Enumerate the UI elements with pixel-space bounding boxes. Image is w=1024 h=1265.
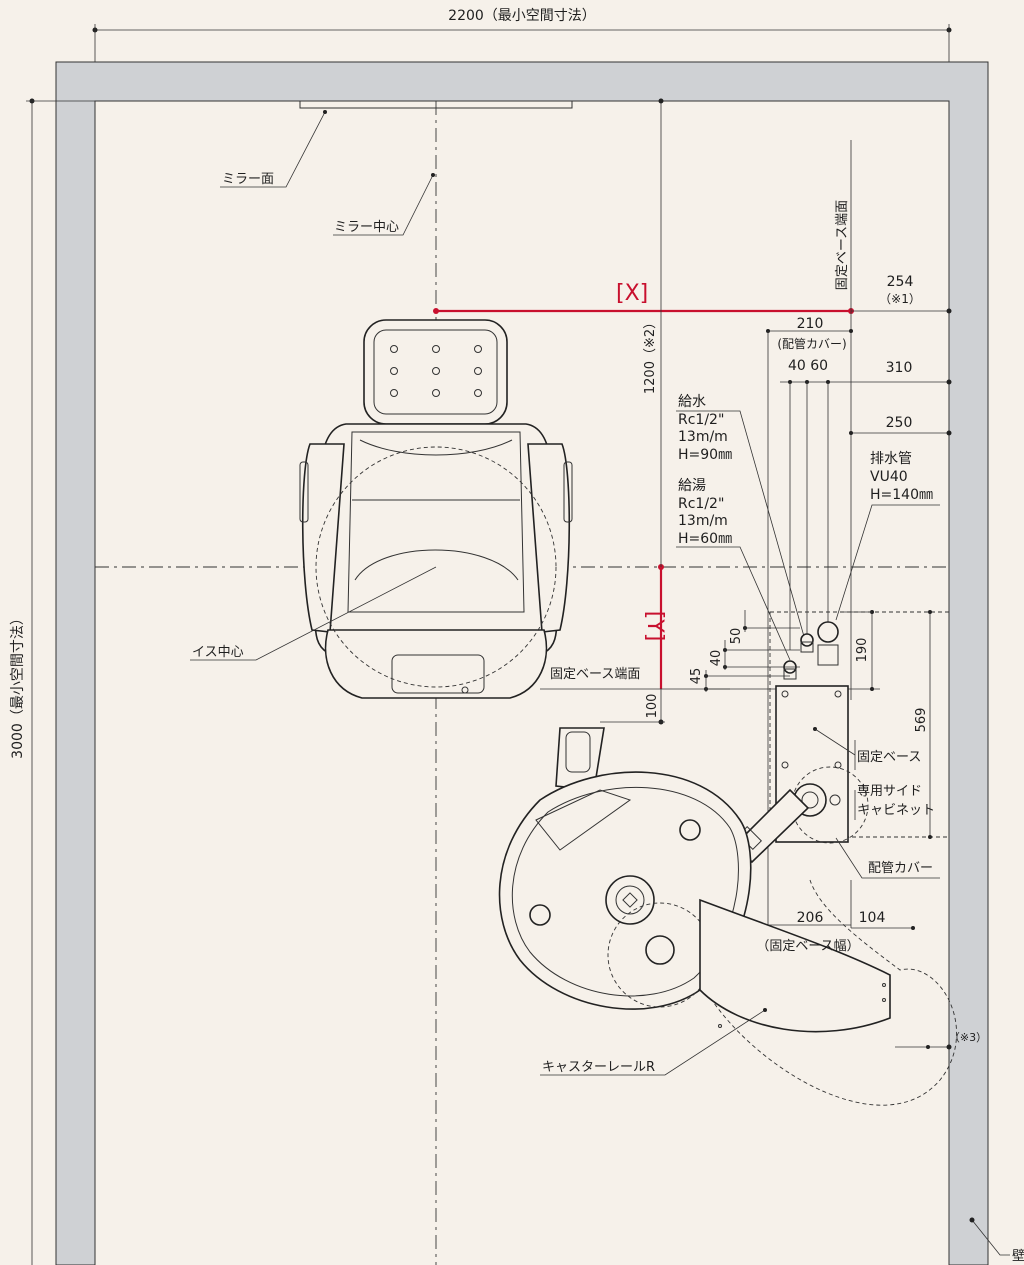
wall-label: 壁 — [1012, 1249, 1024, 1264]
left-dimension-label: 3000（最小空間寸法） — [10, 611, 26, 759]
dental-chair — [299, 319, 573, 699]
svg-text:給湯: 給湯 — [678, 477, 706, 494]
dim-104: 104 — [859, 910, 886, 926]
svg-text:H=60㎜: H=60㎜ — [678, 531, 732, 547]
pipe-leaders — [676, 410, 940, 661]
dim-50: 50 — [729, 628, 744, 645]
hot-water-label: 給湯 Rc1/2" 13m/m H=60㎜ — [678, 477, 732, 547]
xy-marker-lines — [433, 308, 854, 689]
top-dimension-label: 2200（最小空間寸法） — [448, 8, 596, 24]
drain-pipe-label: 排水管 VU40 H=140㎜ — [870, 451, 933, 503]
dim-100: 100 — [645, 694, 660, 719]
overall-dimension-lines — [26, 24, 952, 1265]
svg-text:13m/m: 13m/m — [678, 429, 728, 445]
chair-center-leader — [190, 566, 437, 661]
dim-250: 250 — [886, 415, 913, 431]
side-cabinet-label-2: キャビネット — [857, 803, 935, 818]
marker-x: [X] — [616, 281, 648, 306]
mirror-center-label: ミラー中心 — [334, 220, 399, 235]
fixed-base-end-vertical-label: 固定ベース端面 — [835, 200, 850, 290]
marker-y: [Y] — [642, 611, 667, 642]
pipes — [783, 621, 839, 680]
dim-1200: 1200（※2） — [643, 316, 658, 394]
chair-center-label: イス中心 — [192, 645, 244, 660]
dim-569: 569 — [914, 708, 929, 733]
note3-dimension — [895, 1044, 952, 1050]
caster-rail-leader — [540, 1009, 766, 1076]
water-supply-label: 給水 Rc1/2" 13m/m H=90㎜ — [678, 394, 732, 463]
pipe-cover-paren-label: (配管カバー) — [777, 336, 846, 351]
wall-leader — [971, 1219, 1010, 1256]
svg-text:VU40: VU40 — [870, 469, 908, 485]
svg-text:13m/m: 13m/m — [678, 513, 728, 529]
fixed-base-end-label: 固定ベース端面 — [550, 667, 640, 682]
dim-40-60: 40 60 — [788, 358, 828, 374]
dim-note1: （※1） — [879, 292, 921, 306]
mirror-surface-label: ミラー面 — [222, 172, 274, 187]
svg-text:H=140㎜: H=140㎜ — [870, 487, 933, 503]
caster-rail-label: キャスターレールR — [542, 1060, 655, 1075]
mirror-leaders — [220, 110, 435, 236]
pipe-cover-label: 配管カバー — [868, 861, 933, 876]
dim-45: 45 — [689, 668, 704, 685]
svg-text:Rc1/2": Rc1/2" — [678, 412, 724, 428]
svg-text:排水管: 排水管 — [870, 451, 912, 467]
spittoon-unit — [498, 727, 958, 1106]
side-cabinet-label-1: 専用サイド — [857, 784, 922, 799]
walls — [55, 61, 989, 1265]
dim-206: 206 — [797, 910, 824, 926]
dim-254: 254 — [887, 274, 914, 290]
dim-310: 310 — [886, 360, 913, 376]
dim-210: 210 — [797, 316, 824, 332]
dim-40: 40 — [709, 650, 724, 667]
bottom-dimensions — [768, 880, 915, 930]
svg-text:H=90㎜: H=90㎜ — [678, 447, 732, 463]
dim-190: 190 — [855, 638, 870, 663]
svg-text:Rc1/2": Rc1/2" — [678, 496, 724, 512]
dim-note3: （※3） — [949, 1031, 987, 1044]
svg-text:給水: 給水 — [678, 394, 706, 410]
fixed-base-label: 固定ベース — [857, 750, 921, 765]
fixed-base-width-label: （固定ベース幅） — [756, 939, 859, 954]
small-dimension-lines — [704, 610, 874, 692]
